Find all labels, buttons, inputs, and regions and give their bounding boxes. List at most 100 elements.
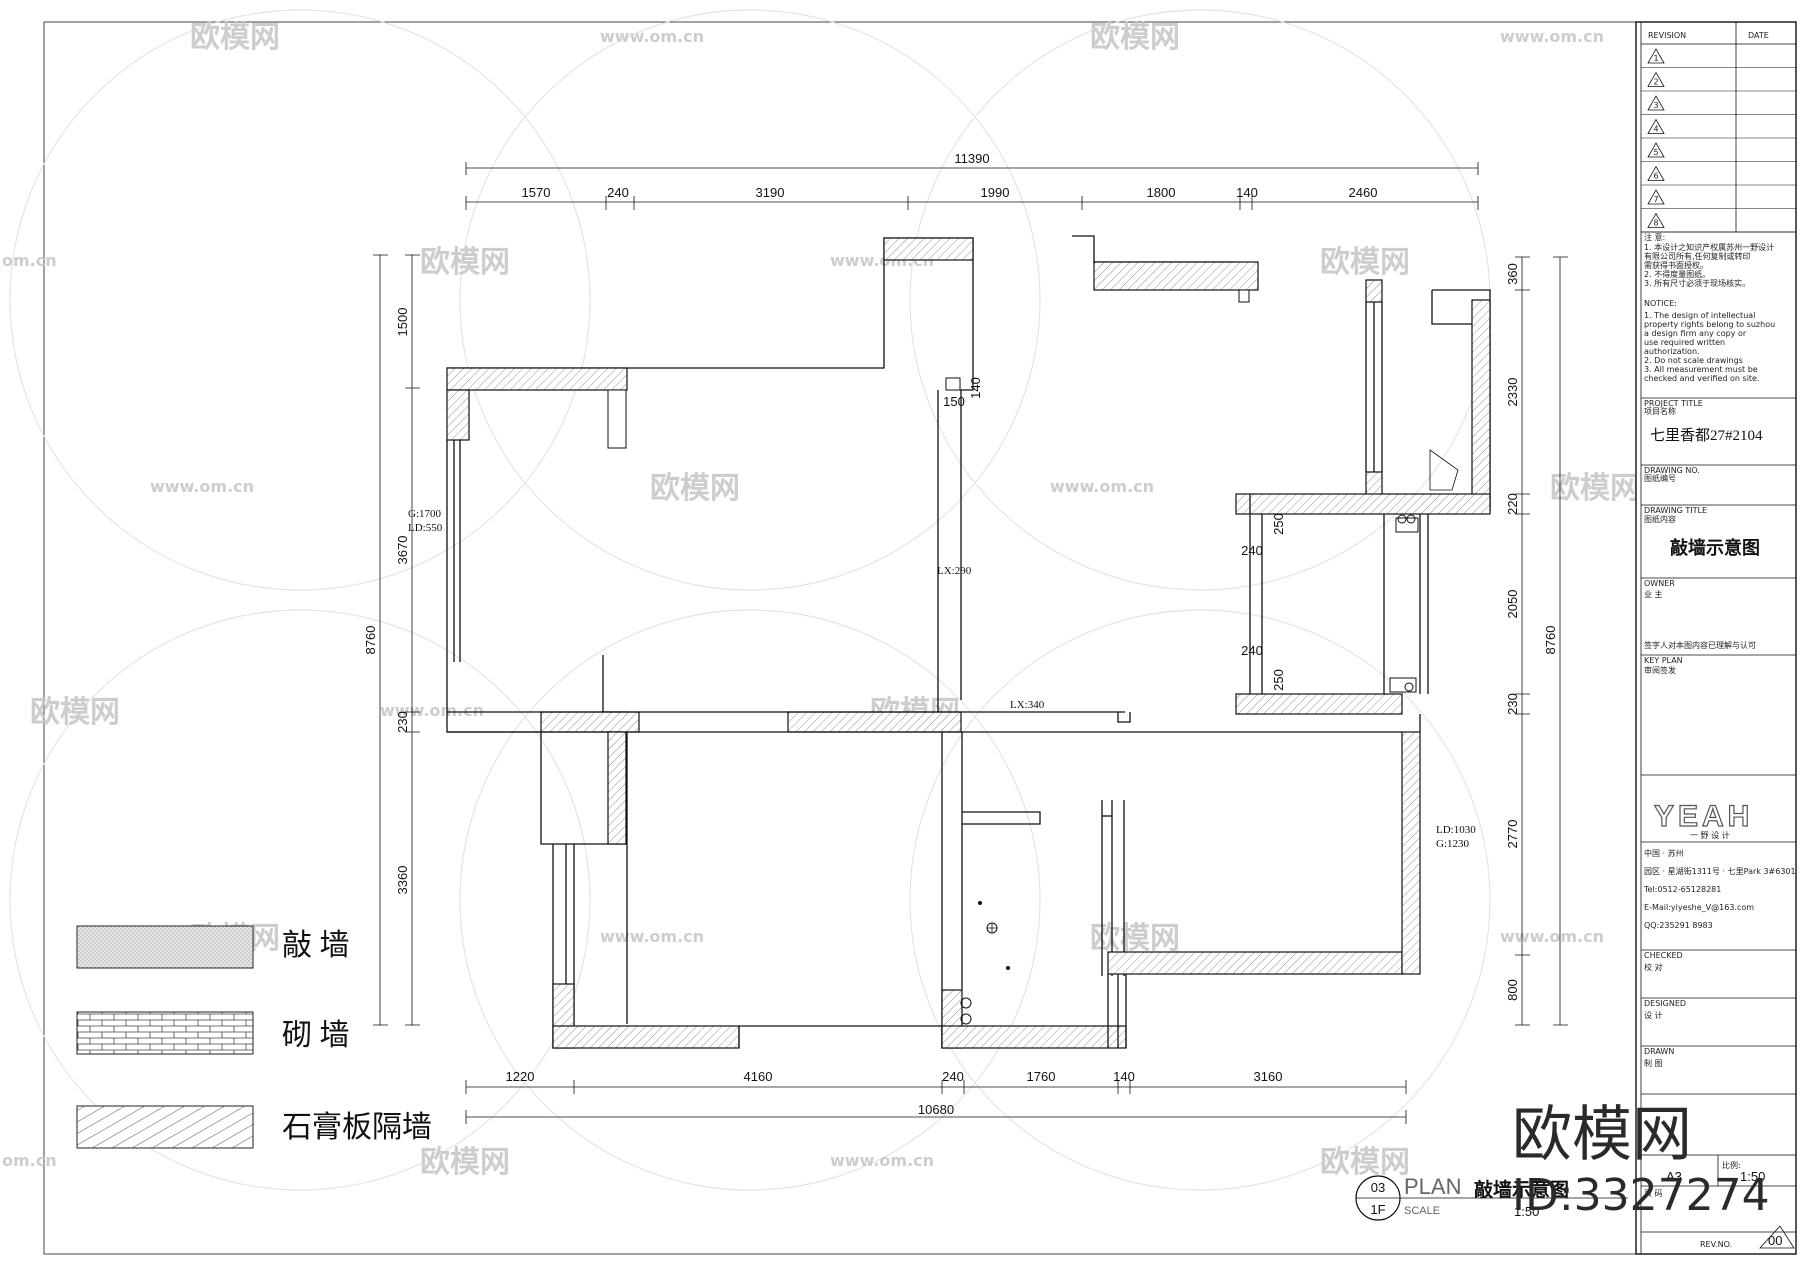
company-line: 中国 · 苏州 xyxy=(1644,848,1684,858)
revision-number: 7 xyxy=(1653,195,1658,204)
dimensions-right: 360 2330 220 2050 230 2770 800 8760 xyxy=(1505,256,1568,1026)
dim-top-5: 1800 xyxy=(1147,185,1176,200)
watermark-id: ID:3327274 xyxy=(1512,1170,1770,1221)
watermark-brand: 欧模网 xyxy=(190,20,280,55)
legend: 敲 墙 砌 墙 石膏板隔墙 xyxy=(76,925,432,1149)
dim-right-5: 230 xyxy=(1505,693,1520,715)
watermark-url: www.om.cn xyxy=(600,27,704,46)
note-g1230: G:1230 xyxy=(1436,838,1470,850)
tb-logo-sub: 一 野 设 计 xyxy=(1690,830,1730,840)
dim-bottom-1: 1220 xyxy=(506,1069,535,1084)
revision-number: 1 xyxy=(1653,54,1658,63)
revision-triangle-icon xyxy=(1647,165,1665,181)
title-block: REVISION DATE xyxy=(1635,21,1797,1255)
dim-bottom-5: 140 xyxy=(1113,1069,1135,1084)
dim-top-3: 3190 xyxy=(756,185,785,200)
note-g1700: G:1700 xyxy=(408,508,442,520)
dim-bottom-2: 4160 xyxy=(744,1069,773,1084)
tb-designed-en: DESIGNED xyxy=(1644,999,1686,1008)
watermark-brand: 欧模网 xyxy=(1550,471,1640,506)
dim-top-6: 140 xyxy=(1236,185,1258,200)
dim-top-7: 2460 xyxy=(1349,185,1378,200)
revision-triangle-icon xyxy=(1647,212,1665,228)
tb-notes-cn-label: 注 意: xyxy=(1644,232,1665,242)
dimensions-top: 11390 1570 240 3190 1990 1800 140 2460 xyxy=(465,151,1479,210)
tb-key-plan-en: KEY PLAN xyxy=(1644,656,1683,665)
watermark-brand: 欧模网 xyxy=(1320,245,1410,280)
tb-owner-cn: 业 主 xyxy=(1644,589,1663,599)
tb-drawing-title-en: DRAWING TITLE xyxy=(1644,506,1707,515)
dimensions-bottom: 1220 4160 240 1760 140 3160 10680 xyxy=(465,1069,1407,1124)
dim-right-6: 2770 xyxy=(1505,820,1520,849)
notice-line: property rights belong to suzhou xyxy=(1644,320,1775,329)
notes-cn-line: 有限公司所有,任何复制或转印 xyxy=(1644,251,1751,261)
plan-tag-level: 1F xyxy=(1370,1202,1385,1217)
watermark-brand: 欧模网 xyxy=(30,695,120,730)
notice-line: use required written xyxy=(1644,338,1725,347)
inner-dim-250b: 250 xyxy=(1271,669,1286,691)
plan-title-tag: 03 1F PLAN SCALE 敲墙示意图 1:50 xyxy=(1355,1174,1628,1221)
sheet-border xyxy=(43,21,1797,1255)
watermark-url: om.cn xyxy=(2,251,57,270)
tb-drawing-no-en: DRAWING NO. xyxy=(1644,466,1700,475)
note-lx340: LX:340 xyxy=(1010,699,1045,711)
notice-line: authorization. xyxy=(1644,347,1700,356)
revision-number: 6 xyxy=(1653,172,1658,181)
notes-cn-line: 2. 不得度量图纸。 xyxy=(1644,269,1710,279)
tb-checked-cn: 校 对 xyxy=(1644,962,1663,972)
revision-triangle-icon xyxy=(1647,95,1665,111)
watermark-url: www.om.cn xyxy=(600,927,704,946)
watermark-brand: 欧模网 xyxy=(1090,921,1180,956)
plan-tag-number: 03 xyxy=(1371,1180,1385,1195)
tb-drawing-title-cn: 图纸内容 xyxy=(1644,514,1676,524)
company-line: 园区 · 星湖街1311号 · 七里Park 3#6301 xyxy=(1644,866,1796,876)
notes-cn-line: 需获得书面授权。 xyxy=(1644,260,1708,270)
watermark-url: www.om.cn xyxy=(150,477,254,496)
dim-right-7: 800 xyxy=(1505,979,1520,1001)
dim-right-3: 220 xyxy=(1505,493,1520,515)
revision-triangle-icon xyxy=(1647,71,1665,87)
inner-dim-240a: 240 xyxy=(1241,543,1263,558)
legend-swatch-demolish xyxy=(76,925,254,969)
dim-right-1: 360 xyxy=(1505,263,1520,285)
title-block-body: 注 意: 1. 本设计之知识产权属苏州一野设计 有限公司所有,任何复制或转印 需… xyxy=(1641,231,1796,1249)
notice-line: checked and verified on site. xyxy=(1644,374,1760,383)
dim-top-4: 1990 xyxy=(981,185,1010,200)
tb-scale-value: 1:50 xyxy=(1740,1169,1765,1184)
tb-notice-label: NOTICE: xyxy=(1644,299,1677,308)
dim-top-1: 1570 xyxy=(522,185,551,200)
watermark-url: www.om.cn xyxy=(1500,927,1604,946)
tb-logo: YEAH xyxy=(1654,800,1753,833)
dim-bottom-6: 3160 xyxy=(1254,1069,1283,1084)
dim-bottom-total: 10680 xyxy=(918,1102,954,1117)
legend-gypsum: 石膏板隔墙 xyxy=(282,1111,432,1144)
tb-rev-number: 00 xyxy=(1768,1233,1782,1248)
notes-cn-line: 1. 本设计之知识产权属苏州一野设计 xyxy=(1644,242,1774,252)
watermark-brand: 欧模网 xyxy=(1320,1145,1410,1180)
dim-bottom-4: 1760 xyxy=(1027,1069,1056,1084)
tb-project-title-cn: 项目名称 xyxy=(1644,406,1676,416)
tb-checked-en: CHECKED xyxy=(1644,951,1683,960)
tb-drawing-name: 敲墙示意图 xyxy=(1670,537,1760,558)
dim-right-total: 8760 xyxy=(1543,626,1558,655)
tb-scale-label: 比例: xyxy=(1722,1160,1741,1170)
watermark-brand: 欧模网 xyxy=(650,471,740,506)
tb-drawn-en: DRAWN xyxy=(1644,1047,1674,1056)
dim-top-total: 11390 xyxy=(954,151,989,166)
revision-triangle-icon xyxy=(1647,142,1665,158)
inner-dim-150: 150 xyxy=(943,394,965,409)
dimensions-left: 8760 1500 3670 230 3360 xyxy=(363,254,420,1026)
dim-left-total: 8760 xyxy=(363,626,378,655)
tb-page-label: 页 码 xyxy=(1644,1189,1663,1198)
notes-cn-line: 3. 所有尺寸必须于现场核实。 xyxy=(1644,278,1750,288)
tb-project-title-en: PROJECT TITLE xyxy=(1644,399,1703,408)
company-line: E-Mail:yiyeshe_V@163.com xyxy=(1644,903,1754,912)
revision-number: 3 xyxy=(1653,101,1658,110)
company-line: Tel:0512-65128281 xyxy=(1643,885,1721,894)
tb-owner-note: 签字人对本图内容已理解与认可 xyxy=(1644,640,1756,650)
notice-line: a design firm any copy or xyxy=(1644,329,1747,338)
plan-annotations: 140 150 250 240 240 250 G:1700 LD:550 LX… xyxy=(408,377,1476,850)
company-line: QQ:235291 8983 xyxy=(1644,921,1713,930)
inner-dim-250a: 250 xyxy=(1271,513,1286,535)
